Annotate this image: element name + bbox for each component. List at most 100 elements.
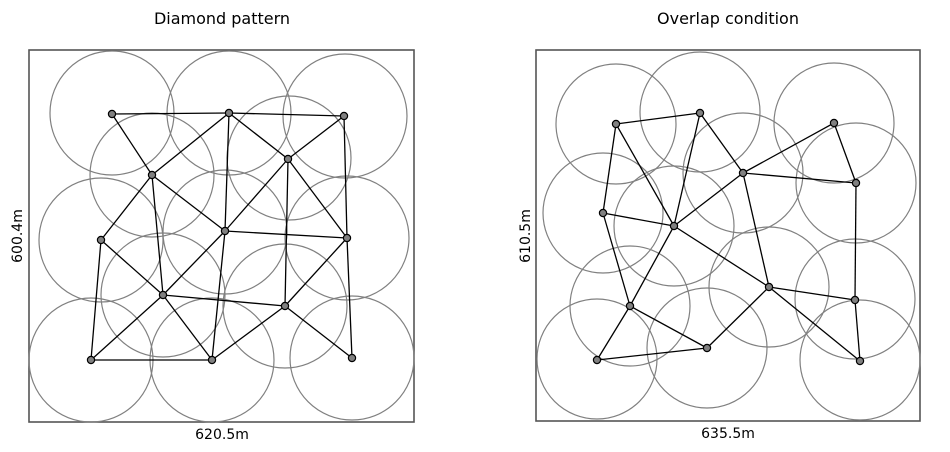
link-edge: [629, 225, 675, 307]
sensor-node: [829, 118, 839, 128]
link-edge: [287, 158, 348, 239]
link-edge: [228, 112, 345, 117]
coverage-circle: [89, 112, 215, 238]
sensor-nodes: [592, 108, 865, 366]
link-edge: [162, 294, 286, 307]
sensor-node: [611, 119, 621, 129]
link-edge: [596, 347, 708, 361]
coverage-circle: [708, 226, 830, 348]
sensor-node: [695, 108, 705, 118]
sensor-node: [224, 108, 234, 118]
link-edge: [343, 115, 348, 239]
link-edge: [673, 225, 770, 288]
sensor-node: [158, 290, 168, 300]
sensor-node: [96, 235, 106, 245]
sensor-node: [220, 226, 230, 236]
link-edge: [211, 230, 226, 361]
sensor-node: [207, 355, 217, 365]
sensor-node: [598, 208, 608, 218]
panel-overlap-condition: Overlap condition 635.5m 610.5m: [518, 9, 921, 442]
panel-title: Overlap condition: [657, 9, 799, 28]
sensor-node: [592, 355, 602, 365]
coverage-circle: [100, 232, 226, 358]
link-edge: [596, 305, 631, 361]
link-edge: [673, 112, 701, 227]
link-edge: [287, 115, 345, 160]
link-edge: [742, 122, 835, 174]
link-edge: [854, 299, 861, 362]
link-edge: [224, 158, 289, 232]
sensor-node: [855, 356, 865, 366]
link-edge: [151, 174, 226, 232]
link-edge: [615, 112, 701, 125]
link-edge: [602, 123, 617, 214]
y-dimension-label: 610.5m: [518, 209, 534, 263]
sensor-node: [851, 178, 861, 188]
link-edge: [100, 174, 153, 241]
link-edge: [111, 113, 153, 176]
coverage-circle: [222, 243, 348, 369]
x-dimension-label: 635.5m: [701, 426, 755, 442]
y-dimension-label: 600.4m: [10, 209, 26, 263]
sensor-node: [669, 221, 679, 231]
sensor-node: [702, 343, 712, 353]
link-edge: [699, 112, 744, 174]
link-edge: [602, 212, 675, 227]
link-edge: [706, 286, 770, 349]
link-edge: [100, 239, 164, 296]
link-edge: [602, 212, 631, 307]
x-dimension-label: 620.5m: [195, 427, 249, 443]
field-boundary: [535, 49, 921, 422]
coverage-circle: [555, 63, 677, 185]
link-edge: [224, 112, 230, 232]
coverage-circles: [536, 51, 921, 421]
coverage-circle: [799, 299, 921, 421]
sensor-node: [764, 282, 774, 292]
panel-title: Diamond pattern: [154, 9, 290, 28]
link-edge: [162, 294, 213, 361]
coverage-circle: [536, 298, 658, 420]
link-edge: [742, 172, 857, 184]
sensor-node: [107, 109, 117, 119]
coverage-circle: [613, 165, 735, 287]
link-edge: [284, 305, 353, 359]
link-edge: [833, 122, 857, 184]
link-edge: [346, 237, 353, 359]
links: [90, 112, 353, 361]
sensor-nodes: [86, 108, 357, 365]
coverage-circle: [289, 295, 415, 421]
sensor-node: [625, 301, 635, 311]
coverage-circle: [646, 287, 768, 409]
link-edge: [111, 112, 230, 115]
sensor-node: [850, 295, 860, 305]
sensor-node: [339, 111, 349, 121]
link-edge: [742, 172, 770, 288]
coverage-circles: [28, 50, 415, 423]
link-edge: [211, 305, 286, 361]
link-edge: [854, 182, 857, 301]
link-edge: [768, 286, 856, 301]
sensor-node: [86, 355, 96, 365]
sensor-node: [342, 233, 352, 243]
link-edge: [673, 172, 744, 227]
link-edge: [151, 112, 230, 176]
sensor-node: [147, 170, 157, 180]
link-edge: [284, 237, 348, 307]
sensor-node: [738, 168, 748, 178]
link-edge: [151, 174, 164, 296]
coverage-circle: [773, 62, 895, 184]
link-edge: [615, 123, 675, 227]
link-edge: [162, 230, 226, 296]
link-edge: [228, 112, 289, 160]
link-edge: [90, 239, 102, 361]
link-edge: [90, 294, 164, 361]
link-edge: [768, 286, 861, 362]
coverage-circle: [542, 152, 664, 274]
sensor-node: [283, 154, 293, 164]
sensor-node: [280, 301, 290, 311]
link-edge: [284, 158, 289, 307]
sensor-node: [347, 353, 357, 363]
field-boundary: [28, 49, 415, 423]
link-edge: [629, 305, 708, 349]
